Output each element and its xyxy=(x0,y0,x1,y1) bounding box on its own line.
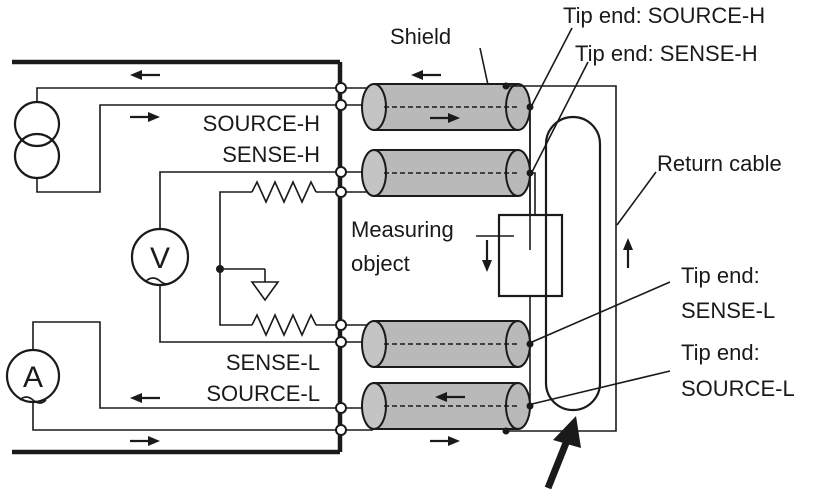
cable-source-h xyxy=(361,83,531,131)
current-source-icon xyxy=(13,100,61,180)
source-l-label: SOURCE-L xyxy=(206,381,320,406)
shield-loop xyxy=(506,85,617,432)
tip-source-l-label-line1: Tip end: xyxy=(681,340,760,365)
arrow-left-icon xyxy=(411,70,441,80)
tip-source-h-label: Tip end: SOURCE-H xyxy=(563,3,765,28)
cable-source-l xyxy=(361,382,531,430)
tip-source-l-label-line2: SOURCE-L xyxy=(681,376,795,401)
resistor-icon xyxy=(251,180,317,204)
ammeter-wiring xyxy=(32,321,341,431)
arrow-right-icon xyxy=(430,113,460,123)
arrow-right-icon xyxy=(130,112,160,122)
arrow-left-icon xyxy=(435,392,465,402)
cable-sense-l xyxy=(361,320,531,368)
arrow-down-icon xyxy=(482,240,492,272)
return-cable-label: Return cable xyxy=(657,151,782,176)
sense-l-label: SENSE-L xyxy=(226,350,320,375)
current-arrows xyxy=(130,70,633,446)
instrument-enclosure xyxy=(12,59,343,455)
arrow-left-icon xyxy=(130,70,160,80)
shield-contacts xyxy=(502,82,510,435)
shield-label: Shield xyxy=(390,24,451,49)
guard-network xyxy=(216,180,341,337)
voltmeter-wiring xyxy=(159,171,341,343)
cable-sense-h xyxy=(361,149,531,197)
source-h-label: SOURCE-H xyxy=(203,111,320,136)
terminal-posts xyxy=(335,82,347,436)
return-cable xyxy=(544,115,602,412)
arrow-left-icon xyxy=(130,393,160,403)
measuring-object-label-line1: Measuring xyxy=(351,217,454,242)
sense-h-label: SENSE-H xyxy=(222,142,320,167)
source-wiring xyxy=(36,87,341,193)
leader-lines xyxy=(476,27,671,405)
tip-sense-h-label: Tip end: SENSE-H xyxy=(575,41,758,66)
voltmeter-icon: V xyxy=(130,227,190,287)
voltmeter-label: V xyxy=(150,242,170,275)
ammeter-icon: A xyxy=(5,348,61,404)
tip-sense-l-label-line1: Tip end: xyxy=(681,263,760,288)
pointer-arrow-icon xyxy=(544,416,581,490)
measuring-object xyxy=(497,213,564,298)
tip-wiring xyxy=(525,103,536,410)
arrow-right-icon xyxy=(430,436,460,446)
arrow-right-icon xyxy=(130,436,160,446)
arrow-up-icon xyxy=(623,238,633,268)
tip-sense-l-label-line2: SENSE-L xyxy=(681,298,775,323)
ground-icon xyxy=(250,281,280,302)
ammeter-label: A xyxy=(23,361,43,394)
measuring-object-label-line2: object xyxy=(351,251,410,276)
resistor-icon xyxy=(251,313,317,337)
